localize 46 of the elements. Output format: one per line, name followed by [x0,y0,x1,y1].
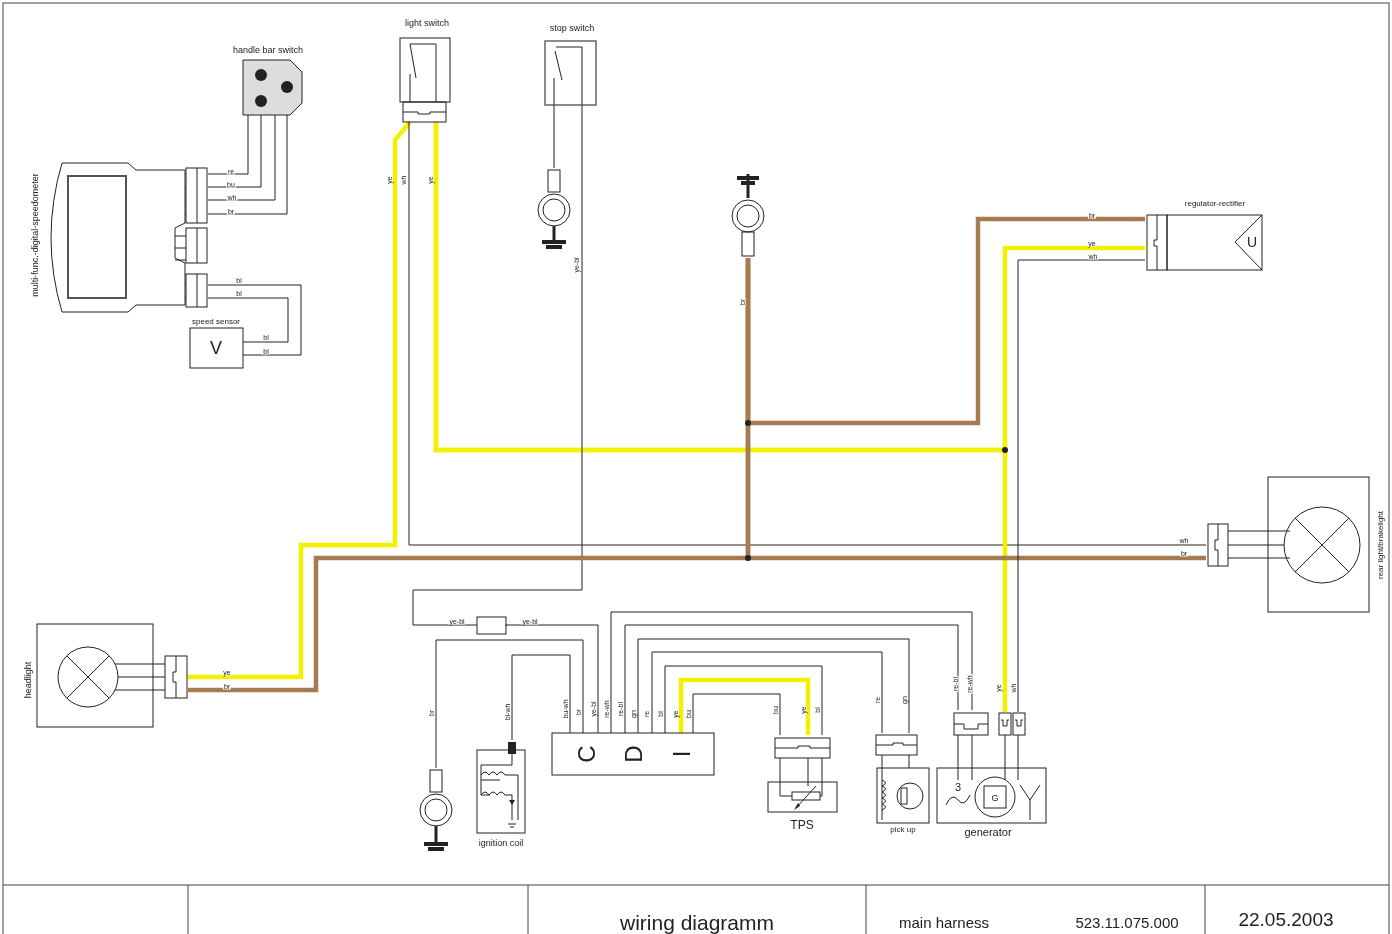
component-label: speed sensor [192,318,240,326]
wire [624,624,959,734]
wire [1017,259,1146,713]
wire [188,120,412,680]
symbol-letter: V [210,339,222,357]
title-block-text: main harness [898,914,990,930]
diagram-title: wiring diagramm [619,911,775,933]
wire [207,284,302,356]
symbol-letter: D [622,745,646,763]
symbol-letter: I [670,750,694,758]
wire [511,654,571,741]
title-block-text: 523.11.075.000 [1074,914,1180,930]
wire [678,677,811,735]
symbol-letter: 3 [954,781,962,793]
component-label: TPS [790,819,814,831]
component-label: ignition coil [478,838,524,848]
component-label: headlight [23,661,33,699]
title-block-text: 22.05.2003 [1237,909,1335,929]
wire [504,624,599,734]
wire [207,114,276,201]
wire [207,114,249,175]
component-label: handle bar switch [233,45,303,55]
wire [610,611,973,734]
component-label: multi-func.-digital-speedometer [30,173,40,297]
wire [207,114,288,215]
wire [692,693,781,736]
symbol-letter: U [1246,235,1258,249]
wire [207,114,262,188]
symbol-letter: G [991,793,999,803]
component-label: stop switch [549,23,595,33]
wire [408,121,1207,546]
symbol-letter: C [575,745,599,763]
component-label: light switch [405,18,449,28]
wire [745,258,1206,561]
component-label: generator [964,826,1012,838]
component-label: pick up [890,826,916,834]
wire [664,665,823,736]
wire [433,122,1008,712]
component-label: rear light/brakelight [1377,511,1385,579]
component-label: regulator-rectifier [1184,200,1246,208]
wire [651,651,883,734]
wire [637,638,910,734]
wire [412,104,583,626]
wire [435,639,584,769]
wire [207,297,289,343]
wire [553,104,555,169]
